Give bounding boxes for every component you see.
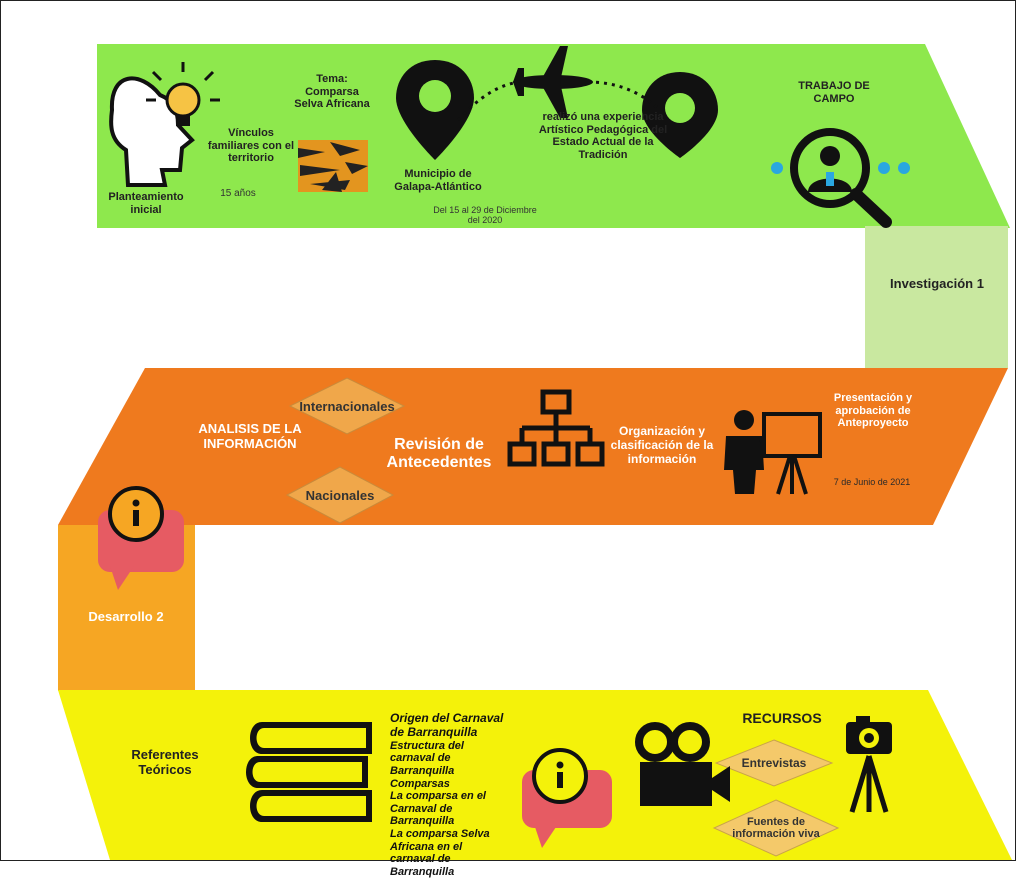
list-item: Origen del Carnaval de Barranquilla xyxy=(390,711,504,739)
list-item: Estructura del carnaval de Barranquilla xyxy=(390,739,464,777)
video-camera-icon xyxy=(635,722,730,806)
diagram-frame xyxy=(0,0,1016,861)
trabajo-label: TRABAJO DE CAMPO xyxy=(798,80,870,105)
diamond-fuentes xyxy=(712,799,840,857)
diamond-internacionales xyxy=(288,377,406,435)
fuentes-label: Fuentes de información viva xyxy=(732,816,820,841)
head-lightbulb-icon xyxy=(109,62,220,187)
referentes-label: Referentes Teóricos xyxy=(131,747,199,777)
camera-tripod-icon xyxy=(846,716,892,813)
municipio-label: Municipio de Galapa-Atlántico xyxy=(394,168,482,193)
internacionales-label: Internacionales xyxy=(299,399,395,414)
fecha-label: 7 de Junio de 2021 xyxy=(833,477,911,487)
connector1-band xyxy=(865,226,1008,368)
recursos-label: RECURSOS xyxy=(742,710,822,726)
location-pin-icon xyxy=(396,60,474,160)
diamond-nacionales xyxy=(285,466,395,524)
anios-label: 15 años xyxy=(220,188,256,199)
desarrollo-label: Desarrollo 2 xyxy=(88,609,164,624)
planteamiento-label: Planteamiento inicial xyxy=(108,191,184,216)
referentes-list: Origen del Carnaval de Barranquilla Estr… xyxy=(390,711,508,879)
presentacion-label: Presentación y aprobación de Anteproyect… xyxy=(833,392,913,430)
magnifier-person-icon xyxy=(771,128,910,228)
airplane-icon xyxy=(513,46,593,118)
entrevistas-label: Entrevistas xyxy=(741,756,807,770)
info-bubble-icon xyxy=(522,748,612,848)
fechas-label: Del 15 al 29 de Diciembre del 2020 xyxy=(433,205,537,226)
nacionales-label: Nacionales xyxy=(305,488,375,503)
tiger-stripes-icon xyxy=(298,140,368,192)
diamond-entrevistas xyxy=(714,739,834,787)
investigacion-label: Investigación 1 xyxy=(890,276,984,291)
vinculos-label: Vínculos familiares con el territorio xyxy=(207,127,295,165)
dotted-route xyxy=(456,80,521,122)
revision-label: Revisión de Antecedentes xyxy=(386,436,492,472)
list-item: La comparsa en el Carnaval de Barranquil… xyxy=(390,790,486,828)
tema-label: Tema: Comparsa Selva Africana xyxy=(294,73,370,111)
info-bubble-icon xyxy=(98,486,184,590)
dotted-route xyxy=(587,80,662,112)
books-icon xyxy=(246,722,372,822)
experiencia-label: realizó una experiencia Artístico Pedagó… xyxy=(538,111,668,161)
organizacion-label: Organización y clasificación de la infor… xyxy=(610,424,714,466)
flowchart-icon xyxy=(507,389,605,467)
list-item: Comparsas xyxy=(390,777,450,790)
list-item: La comparsa Selva Africana en el carnava… xyxy=(390,828,490,878)
location-pin-icon xyxy=(642,72,718,158)
presenter-icon xyxy=(724,410,822,495)
analisis-label: ANALISIS DE LA INFORMACIÓN xyxy=(198,421,302,451)
